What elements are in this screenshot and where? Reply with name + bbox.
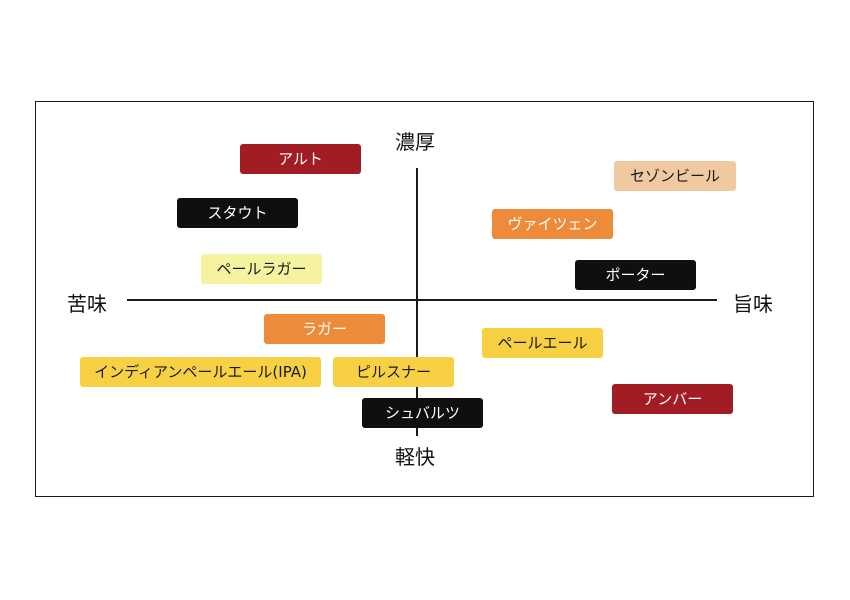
style-chip-schwarz: シュバルツ [362,398,483,428]
style-chip-pilsner: ピルスナー [333,357,454,387]
axis-label-right: 旨味 [733,292,773,316]
style-chip-porter: ポーター [575,260,696,290]
axis-label-bottom: 軽快 [395,445,435,469]
style-chip-lager: ラガー [264,314,385,344]
style-chip-weizen: ヴァイツェン [492,209,613,239]
style-chip-pale-ale: ペールエール [482,328,603,358]
style-chip-alt: アルト [240,144,361,174]
style-chip-amber: アンバー [612,384,733,414]
axis-label-left: 苦味 [67,292,107,316]
horizontal-axis [127,299,717,301]
map-frame [35,101,814,497]
axis-label-top: 濃厚 [395,130,435,154]
style-chip-stout: スタウト [177,198,298,228]
style-chip-saison: セゾンビール [614,161,736,191]
vertical-axis [416,168,418,436]
style-chip-pale-lager: ペールラガー [201,254,322,284]
style-chip-ipa: インディアンペールエール(IPA) [80,357,321,387]
